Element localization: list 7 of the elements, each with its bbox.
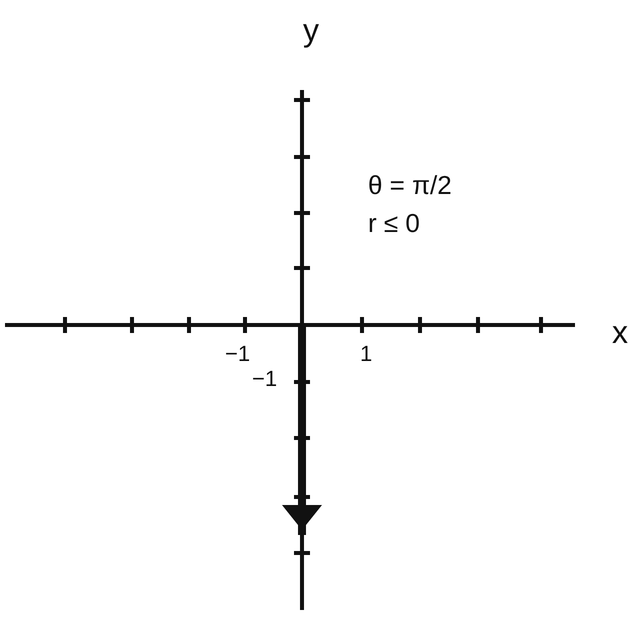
equation-label: θ = π/2 <box>368 172 452 198</box>
tick-label: −1 <box>252 368 278 390</box>
axis-label: x <box>612 316 628 348</box>
tick-label: −1 <box>225 343 250 365</box>
axis-label: y <box>303 14 319 46</box>
tick-label: 1 <box>360 343 372 365</box>
equation-label: r ≤ 0 <box>368 210 420 236</box>
